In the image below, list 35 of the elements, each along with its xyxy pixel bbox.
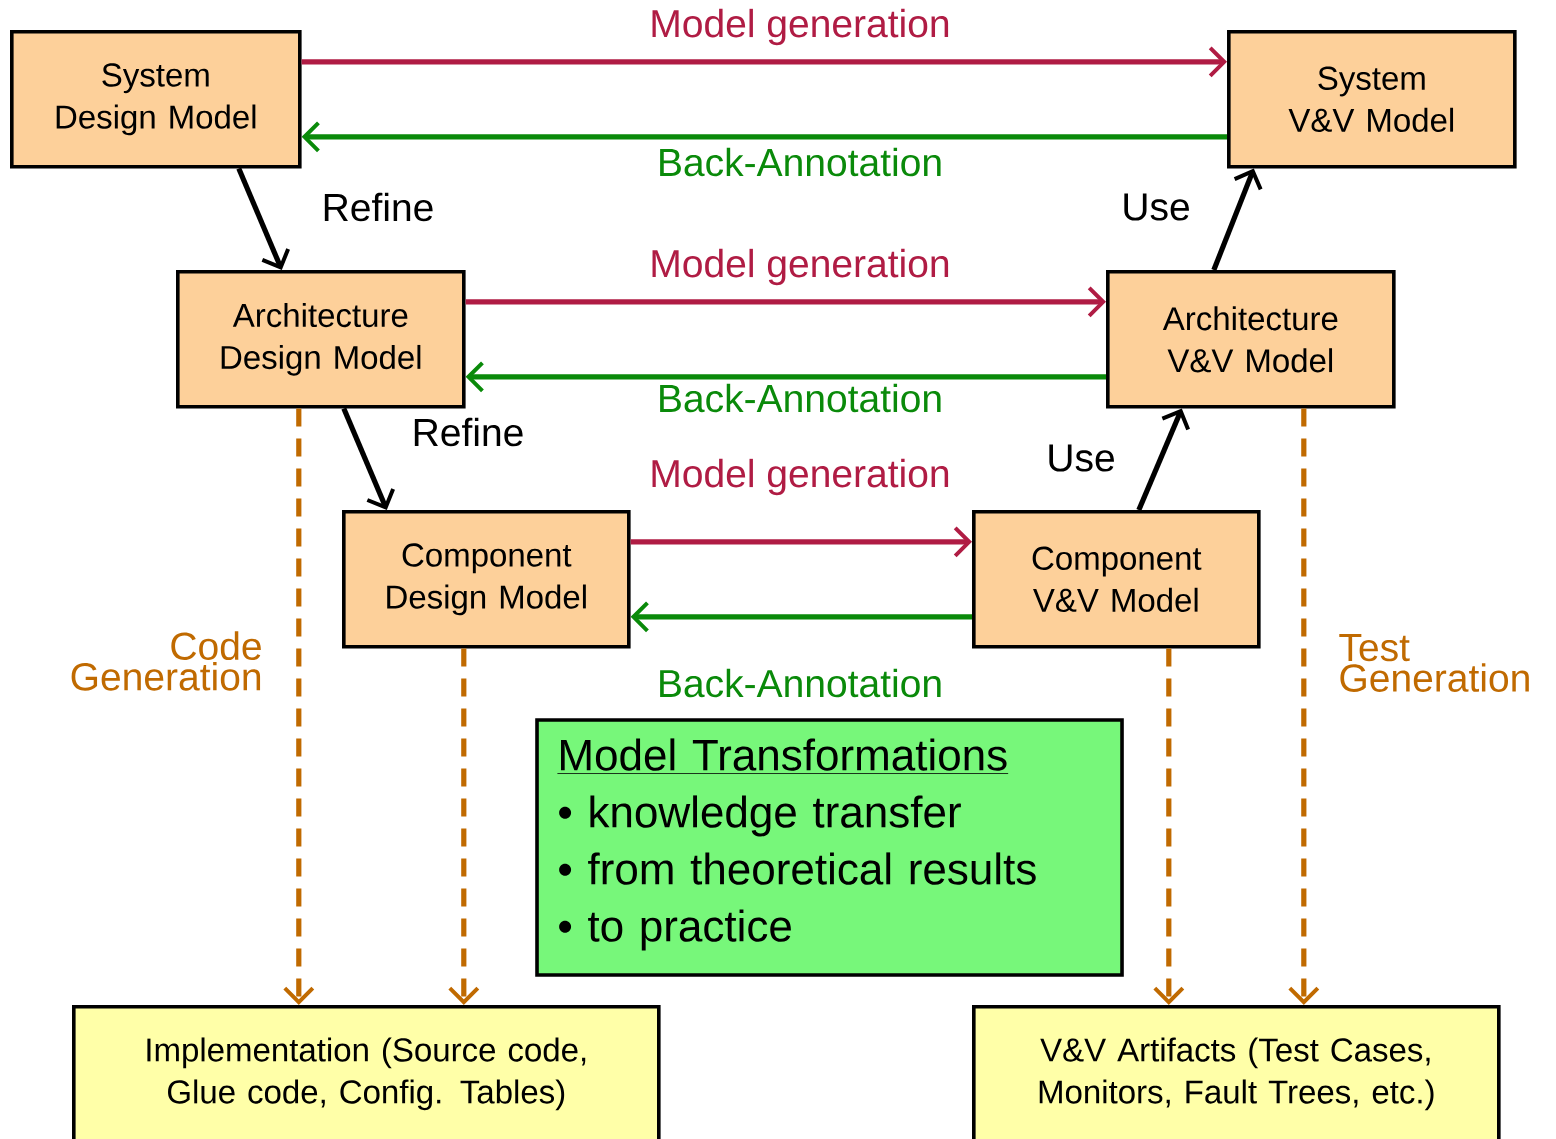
edge-label: Use <box>1119 191 1193 223</box>
arrow <box>341 407 395 510</box>
side-label: Code Generation <box>71 631 261 691</box>
model-box: Component Design Model <box>342 510 631 649</box>
arrow <box>1136 408 1190 511</box>
model-box: System Design Model <box>10 30 302 169</box>
arrow <box>301 46 1228 78</box>
edge-label: Back-Annotation <box>654 666 946 700</box>
side-label: Test Generation <box>1339 634 1529 692</box>
arrow <box>1288 408 1320 1005</box>
arrow <box>630 526 972 558</box>
edge-label: Back-Annotation <box>654 145 946 179</box>
edge-label: Refine <box>409 415 527 449</box>
model-box: Component V&V Model <box>972 510 1261 649</box>
model-box: System V&V Model <box>1227 30 1517 169</box>
arrow <box>1211 168 1263 271</box>
arrow <box>465 361 1106 393</box>
arrow <box>448 648 480 1005</box>
model-box: Architecture Design Model <box>176 270 466 409</box>
note-box: Model Transformations • knowledge transfer • from theoretical results • to practice <box>535 718 1124 977</box>
arrow <box>301 121 1227 153</box>
edge-label: Model generation <box>647 456 953 498</box>
arrow <box>630 601 972 633</box>
edge-label: Refine <box>319 190 437 224</box>
arrow <box>1153 648 1185 1005</box>
arrow <box>283 408 315 1005</box>
arrow <box>236 167 290 270</box>
model-box: Architecture V&V Model <box>1106 270 1396 409</box>
arrow <box>465 286 1106 318</box>
edge-label: Back-Annotation <box>654 381 946 415</box>
edge-label: Use <box>1044 442 1118 474</box>
edge-label: Model generation <box>647 246 953 288</box>
result-box: V&V Artifacts (Test Cases, Monitors, Fault Trees, etc.) <box>972 1005 1501 1139</box>
result-box: Implementation (Source code, Glue code, Config. Tables) <box>72 1005 661 1139</box>
edge-label: Model generation <box>647 6 953 48</box>
